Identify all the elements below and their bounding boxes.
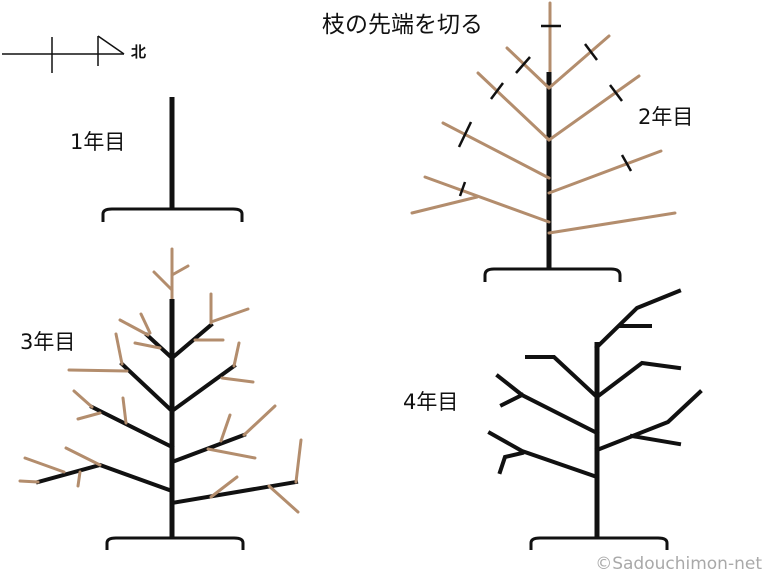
tree-year-4	[487, 288, 703, 550]
north-label: 北	[131, 43, 147, 61]
compass-north-arrow	[2, 35, 125, 73]
new-shoots	[18, 292, 303, 514]
cut-tips-annotation: 枝の先端を切る	[322, 12, 483, 38]
stage-label-year-1: 1年目	[70, 130, 126, 154]
stage-label-year-3: 3年目	[20, 330, 76, 354]
copyright-watermark: ©Sadouchimon-net	[595, 554, 762, 574]
tree-year-2	[410, 1, 677, 282]
stage-label-year-2: 2年目	[638, 105, 694, 129]
stage-label-year-4: 4年目	[403, 390, 459, 414]
tree-year-1	[101, 97, 244, 222]
tree-year-3	[18, 247, 303, 550]
cut-marks	[457, 24, 633, 197]
